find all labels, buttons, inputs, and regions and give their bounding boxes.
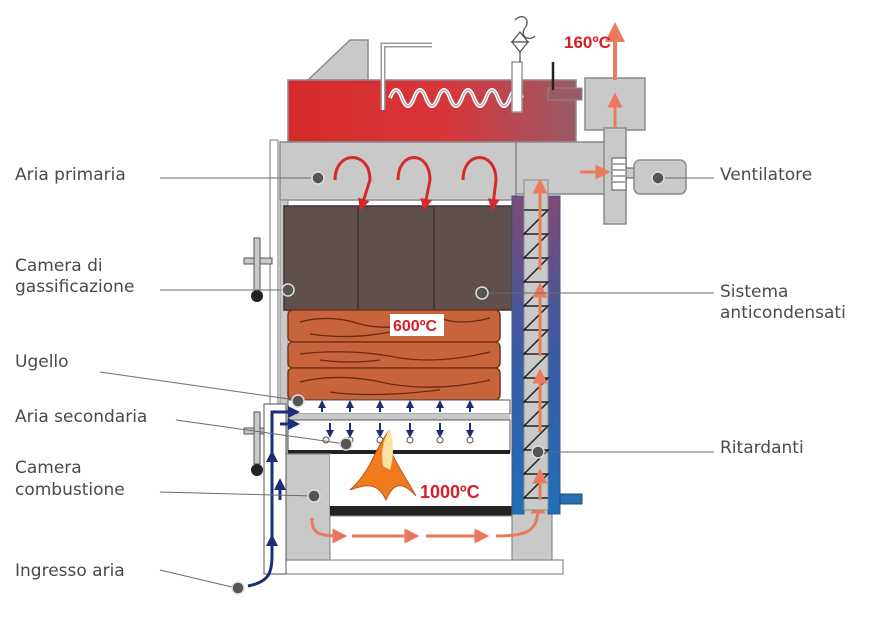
label-camera-gassificazione-line2: gassificazione <box>15 277 135 297</box>
gasification-chamber <box>283 205 513 311</box>
label-camera-combustione-line1: Camera <box>15 458 82 478</box>
wood-temperature: 600ºC <box>393 318 438 335</box>
leader-lines <box>99 177 714 589</box>
label-ventilatore: Ventilatore <box>720 165 813 185</box>
flame-icon <box>349 428 417 502</box>
label-ingresso-aria: Ingresso aria <box>15 561 125 581</box>
label-ugello: Ugello <box>15 352 69 372</box>
air-inlet-duct <box>247 403 300 588</box>
combustion-temperature: 1000ºC <box>420 482 480 502</box>
anti-condensation-system <box>511 178 583 515</box>
safety-valve-icon <box>510 16 536 62</box>
label-camera-gassificazione-line1: Camera di <box>15 256 103 276</box>
label-camera-combustione-line2: combustione <box>15 480 125 500</box>
exhaust-temperature: 160ºC <box>564 33 611 52</box>
label-sistema-anticondensati-line1: Sistema <box>720 282 789 302</box>
leader-markers <box>231 171 665 595</box>
label-aria-secondaria: Aria secondaria <box>15 407 148 427</box>
primary-air-loops <box>333 156 500 211</box>
label-ritardanti: Ritardanti <box>720 438 804 458</box>
label-sistema-anticondensati-line2: anticondensati <box>720 303 846 323</box>
wood-logs <box>287 309 501 401</box>
top-cover <box>287 16 583 143</box>
label-aria-primaria: Aria primaria <box>15 165 126 185</box>
nozzle-zone <box>287 399 511 454</box>
boiler-body <box>269 139 607 575</box>
